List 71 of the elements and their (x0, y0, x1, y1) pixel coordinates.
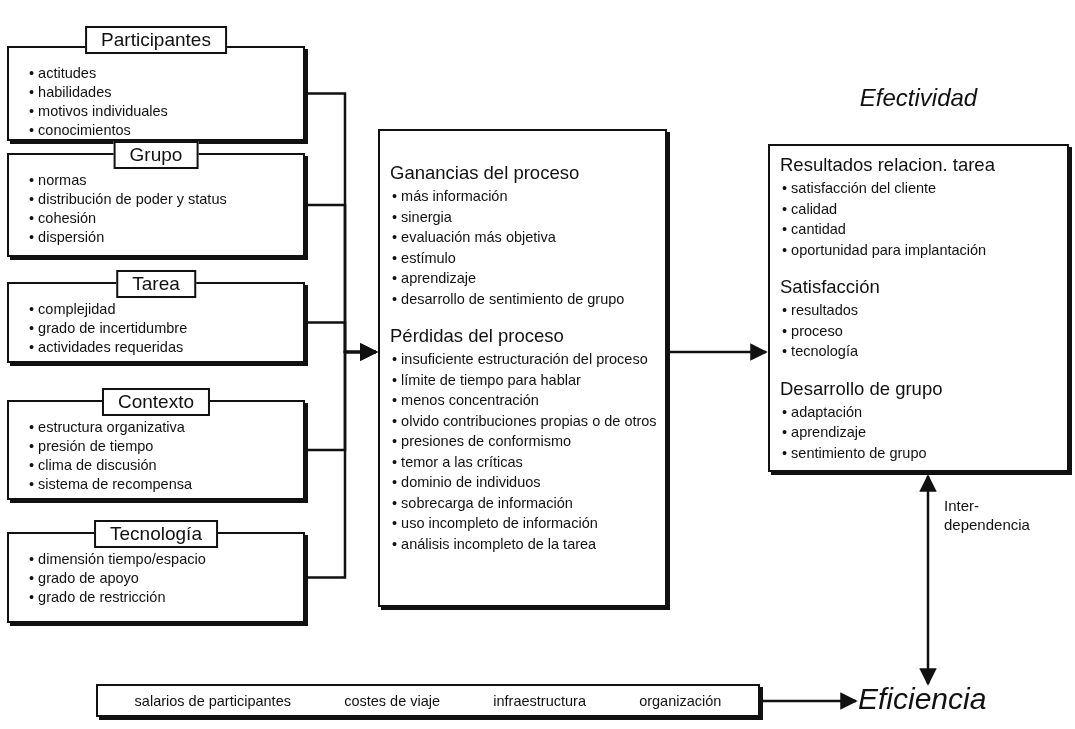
bracket-arrow (305, 343, 378, 579)
arrow (760, 692, 858, 710)
list-item: • distribución de poder y status (29, 190, 228, 209)
list-item: • normas (29, 171, 88, 190)
list-item: • cohesión (29, 209, 98, 228)
list-item: • estímulo (392, 248, 457, 268)
box-heading: Tecnología (94, 520, 218, 548)
cost-box (96, 684, 760, 717)
cost-item: organización (639, 692, 722, 709)
section-heading: Desarrollo de grupo (780, 377, 944, 400)
section-heading: Ganancias del proceso (390, 162, 581, 184)
box-heading: Participantes (85, 26, 227, 54)
list-item: • insuficiente estructuración del proceso (392, 350, 649, 369)
section-heading: Satisfacción (780, 276, 881, 298)
list-item: • oportunidad para implantación (782, 240, 988, 260)
list-item: • motivos individuales (29, 102, 169, 121)
list-item: • grado de apoyo (29, 569, 140, 588)
list-item: • límite de tiempo para hablar (392, 370, 582, 390)
list-item: • sobrecarga de información (392, 493, 574, 513)
arrow (667, 343, 768, 361)
list-item: • desarrollo de sentimiento de grupo (392, 289, 626, 309)
list-item: • uso incompleto de información (392, 514, 599, 533)
list-item: • cantidad (782, 220, 847, 239)
list-item: • proceso (782, 321, 844, 341)
category-box (7, 520, 305, 623)
list-item: • estructura organizativa (29, 418, 186, 437)
category-box (378, 129, 667, 607)
list-item: • aprendizaje (392, 269, 478, 288)
category-box (7, 267, 305, 363)
list-item: • olvido contribuciones propias o de otros (392, 411, 658, 431)
list-item: • sinergia (392, 207, 453, 227)
list-item: • tecnología (782, 342, 860, 361)
box-heading: Tarea (116, 270, 196, 298)
list-item: • resultados (782, 301, 859, 320)
list-item: • dimensión tiempo/espacio (29, 550, 207, 569)
list-item: • adaptación (782, 402, 864, 422)
category-box (7, 26, 305, 141)
category-box (7, 138, 305, 257)
list-item: • dominio de individuos (392, 473, 542, 492)
section-heading: Resultados relacion. tarea (780, 154, 996, 176)
list-item: • más información (392, 187, 509, 206)
list-item: • actividades requeridas (29, 338, 185, 357)
section-heading: Pérdidas del proceso (390, 325, 565, 347)
list-item: • presión de tiempo (29, 437, 155, 456)
list-item: • aprendizaje (782, 423, 868, 442)
box-heading: Contexto (102, 388, 210, 416)
list-item: • dispersión (29, 228, 106, 247)
list-item: • actitudes (29, 64, 98, 83)
list-item: • conocimientos (29, 121, 132, 140)
arrow (919, 474, 937, 686)
list-item: • calidad (782, 199, 839, 219)
list-item: • temor a las críticas (392, 452, 524, 472)
list-item: • habilidades (29, 83, 113, 102)
cost-item: salarios de participantes (134, 692, 291, 709)
section-title: Efectividad (858, 84, 979, 112)
category-box (7, 388, 305, 500)
box-heading: Grupo (113, 141, 199, 169)
outcome-label: Eficiencia (858, 682, 1008, 720)
cost-item: infraestructura (493, 692, 586, 709)
cost-item: costes de viaje (344, 692, 441, 709)
list-item: • grado de incertidumbre (29, 319, 189, 338)
list-item: • sistema de recompensa (29, 475, 194, 494)
list-item: • sentimiento de grupo (782, 443, 928, 463)
list-item: • grado de restricción (29, 588, 167, 607)
list-item: • satisfacción del cliente (782, 179, 938, 198)
list-item: • menos concentración (392, 391, 540, 410)
list-item: • análisis incompleto de la tarea (392, 534, 598, 554)
list-item: • clima de discusión (29, 456, 158, 475)
list-item: • evaluación más objetiva (392, 228, 557, 247)
list-item: • presiones de conformismo (392, 432, 573, 451)
list-item: • complejidad (29, 300, 117, 319)
